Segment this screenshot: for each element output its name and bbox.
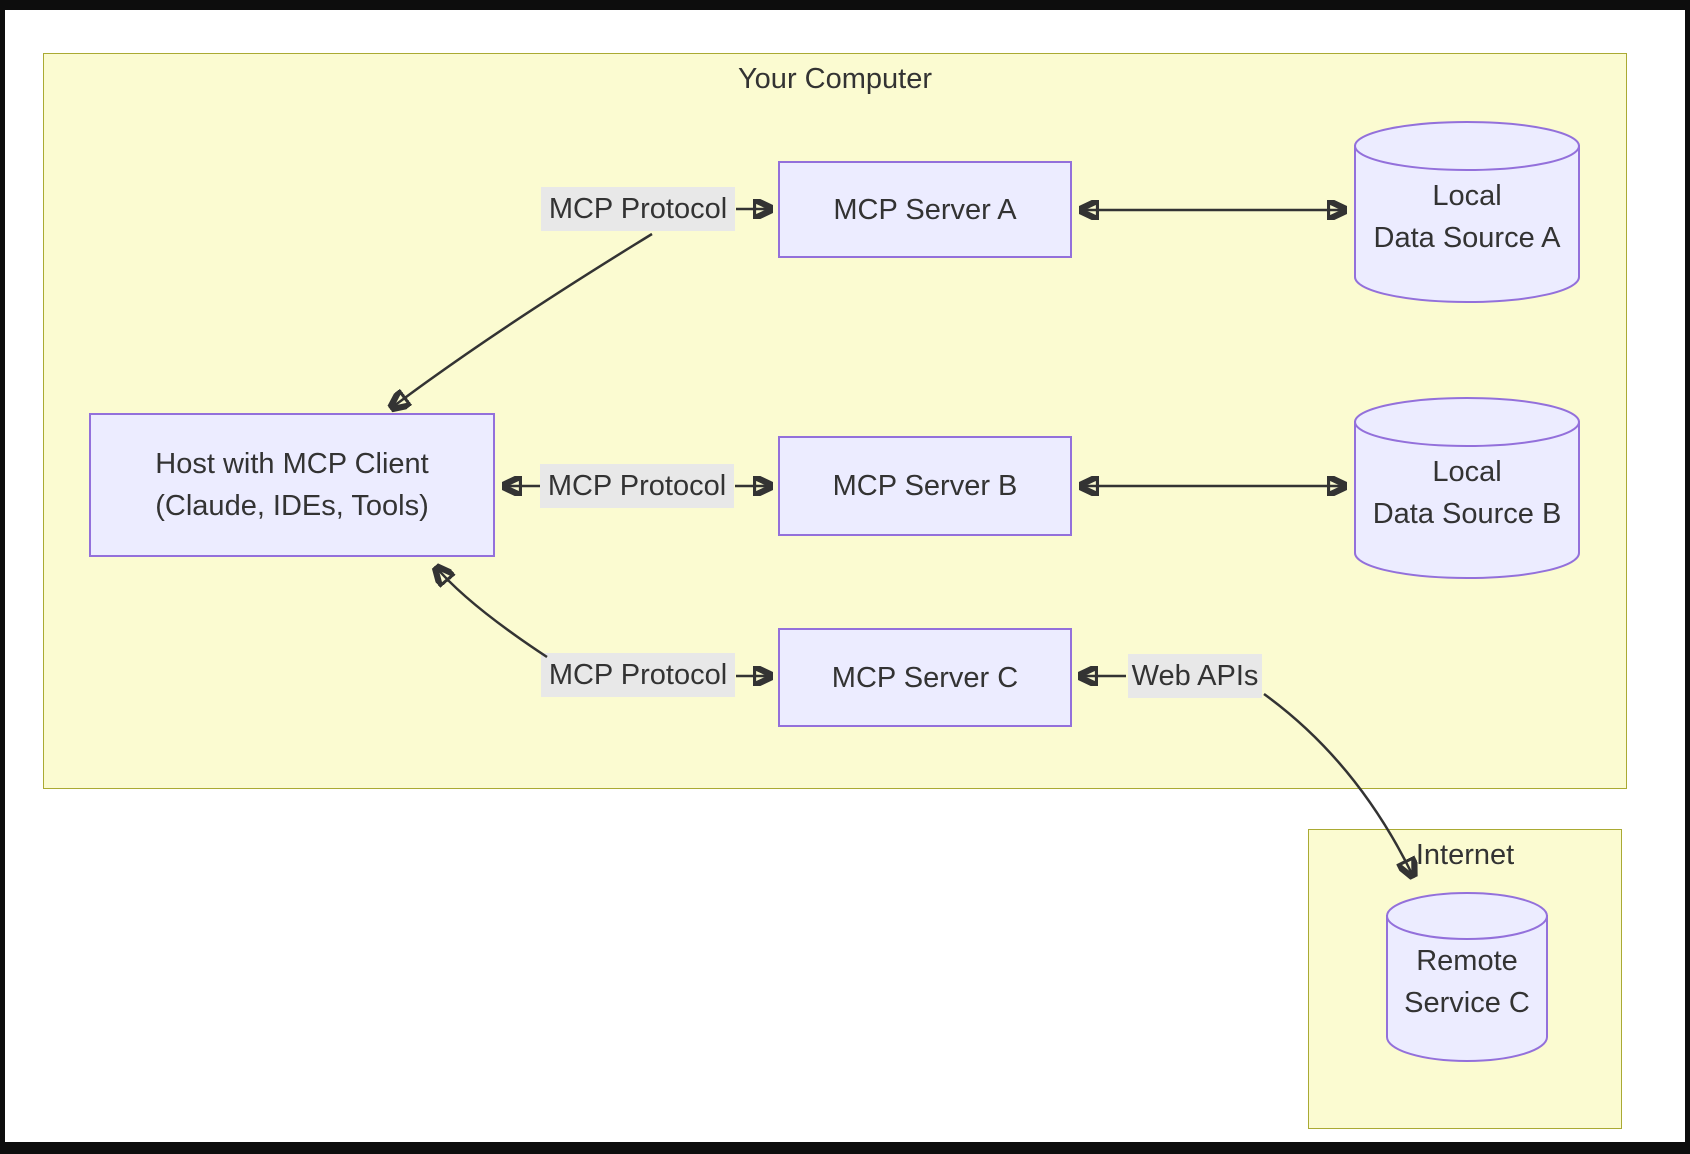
- local-data-source-b-label: Local Data Source B: [1372, 455, 1562, 530]
- host-node: Host with MCP Client (Claude, IDEs, Tool…: [89, 413, 495, 557]
- cluster-internet-title: Internet: [1415, 839, 1515, 871]
- mcp-server-b-node: MCP Server B: [778, 436, 1072, 536]
- mcp-server-c-label: MCP Server C: [831, 661, 1019, 694]
- mcp-server-a-node: MCP Server A: [778, 161, 1072, 258]
- cylinder-shape: [1386, 892, 1548, 1062]
- remote-service-c-label: Remote Service C: [1404, 944, 1530, 1019]
- host-node-label-line2: (Claude, IDEs, Tools): [155, 490, 429, 522]
- local-data-source-b-cylinder: Local Data Source B: [1354, 396, 1580, 579]
- cylinder-shape: [1354, 397, 1580, 579]
- cluster-your-computer-title: Your Computer: [738, 63, 932, 95]
- local-data-source-a-label: Local Data Source A: [1373, 179, 1561, 254]
- mcp-server-b-label: MCP Server B: [832, 470, 1018, 502]
- mcp-server-a-label: MCP Server A: [833, 193, 1017, 226]
- edge-label-mcp-protocol-b: MCP Protocol: [540, 464, 734, 508]
- white-canvas: Your Computer Internet Host with MCP Cli…: [5, 10, 1685, 1142]
- remote-service-c-cylinder: Remote Service C: [1386, 891, 1548, 1062]
- host-node-label-line1: Host with MCP Client: [155, 448, 429, 480]
- mcp-server-c-node: MCP Server C: [778, 628, 1072, 727]
- edge-label-mcp-protocol-a: MCP Protocol: [541, 187, 735, 231]
- edge-label-mcp-protocol-c: MCP Protocol: [541, 653, 735, 697]
- cylinder-shape: [1354, 121, 1580, 303]
- edge-label-web-apis: Web APIs: [1128, 654, 1262, 698]
- local-data-source-a-cylinder: Local Data Source A: [1354, 120, 1580, 303]
